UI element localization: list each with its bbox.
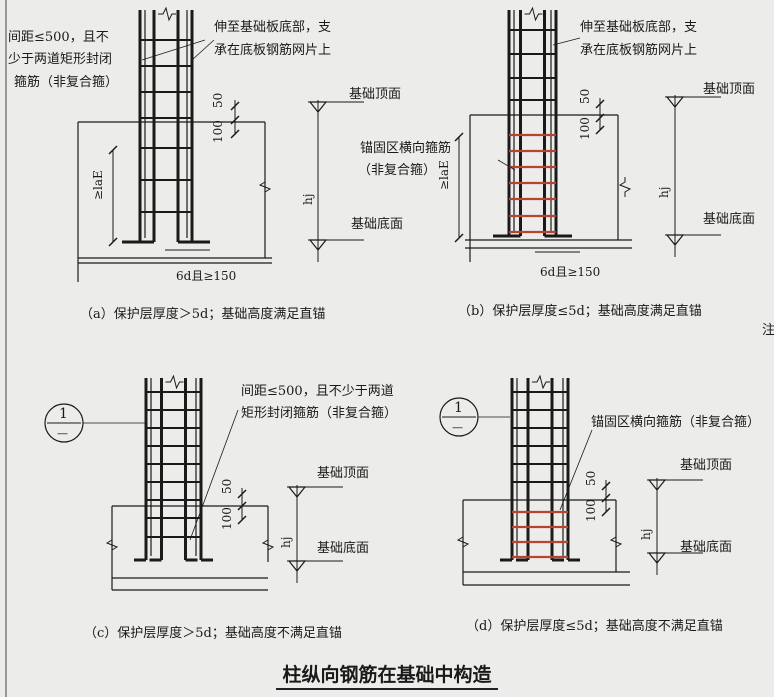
panel-c-note-leader — [189, 409, 239, 541]
panel-c-note-2: 矩形封闭箍筋（非复合箍） — [241, 406, 398, 421]
panel-d-note: 锚固区横向箍筋（非复合箍） — [591, 415, 761, 430]
panel-c-top-label: 基础顶面 — [317, 466, 370, 481]
panel-a-note-left-3: 箍筋（非复合箍） — [14, 75, 119, 90]
panel-d-left-break — [456, 532, 470, 552]
panel-b-bottom-label: 基础底面 — [703, 212, 756, 227]
panel-c-section-bot: — — [57, 427, 68, 440]
panel-b-anchor-note-2: （非复合箍） — [358, 163, 437, 178]
panel-d-caption: （d）保护层厚度≤5d；基础高度不满足直锚 — [466, 619, 723, 634]
panel-b-lae-tick-bot — [454, 233, 464, 243]
panel-a-note-left-1: 间距≤500，且不 — [8, 30, 109, 45]
panel-a-leader-left — [141, 39, 206, 61]
figure-title-text: 柱纵向钢筋在基础中构造 — [276, 664, 498, 690]
panel-b-tick-a — [595, 99, 605, 109]
panel-c-top-break — [165, 374, 184, 390]
figure-title: 柱纵向钢筋在基础中构造 — [0, 660, 774, 690]
panel-a-lae-tick-bot — [108, 237, 118, 247]
panel-d-section-bot: — — [452, 421, 463, 434]
panel-b-note-right-2: 承在底板钢筋网片上 — [580, 43, 698, 58]
panel-c-dim-50: 50 — [220, 479, 234, 494]
panel-a-dim-100: 100 — [211, 120, 225, 143]
panel-c-dim-100: 100 — [220, 507, 234, 530]
panel-b-top-break — [524, 6, 543, 22]
panel-a-top-break — [158, 6, 176, 22]
panel-b-edge-note: 注 — [762, 323, 774, 338]
panel-b-anchor-leader — [497, 159, 516, 171]
panel-a-tick-b — [230, 115, 240, 125]
panel-c-bottom-label: 基础底面 — [317, 541, 370, 556]
panel-b-anchor-note-1: 锚固区横向箍筋 — [360, 141, 452, 156]
panel-a-dim-hj: hj — [301, 194, 315, 205]
panel-c-note-1: 间距≤500，且不少于两道 — [241, 384, 394, 399]
panel-a-tick-a — [230, 101, 240, 111]
panel-d-dim-50: 50 — [584, 471, 598, 486]
panel-d-tick-b — [601, 493, 611, 503]
panel-c-tick-c — [237, 515, 247, 525]
panel-d-section-top: 1 — [454, 400, 463, 416]
panel-b-dim-100: 100 — [578, 117, 592, 140]
panel-d-dim-hj: hj — [639, 529, 653, 540]
panel-b-dim-6d: 6d且≥150 — [540, 265, 600, 279]
panel-d-dim-100: 100 — [584, 499, 598, 522]
panel-b-leader-right — [552, 37, 581, 46]
panel-c-tick-b — [237, 501, 247, 511]
panel-c-dim-hj: hj — [279, 537, 293, 548]
panel-a-right-break — [258, 177, 272, 197]
panel-b-right-break — [618, 177, 632, 197]
panel-a-lae-tick-top — [108, 145, 118, 155]
panel-c-tick-a — [237, 489, 247, 499]
panel-a-bottom-label: 基础底面 — [351, 217, 404, 232]
panel-c-right-break — [261, 535, 275, 555]
panel-a-leader-right — [191, 39, 215, 61]
panel-d-note-leader — [559, 429, 593, 511]
panel-b-note-right-1: 伸至基础板底部，支 — [580, 20, 698, 35]
panel-b-caption: （b）保护层厚度≤5d；基础高度满足直锚 — [458, 304, 702, 319]
panel-a-note-right-2: 承在底板钢筋网片上 — [214, 43, 332, 58]
panel-c-left-break — [105, 535, 119, 555]
panel-a-caption: （a）保护层厚度＞5d；基础高度满足直锚 — [80, 307, 326, 322]
panel-a-dim-lae: ≥laE — [91, 170, 105, 200]
panel-d-right-break — [609, 532, 623, 552]
panel-b-tick-b — [595, 113, 605, 123]
panel-c-caption: （c）保护层厚度＞5d；基础高度不满足直锚 — [84, 626, 342, 641]
panel-b-tick-c — [595, 125, 605, 135]
panel-b-dim-50: 50 — [578, 89, 592, 104]
panel-d-bottom-label: 基础底面 — [680, 540, 733, 555]
panel-b-lae-tick-top — [454, 132, 464, 142]
panel-d-tick-a — [601, 481, 611, 491]
panel-b-dim-lae: ≥laE — [437, 160, 451, 190]
panel-a-note-left-2: 少于两道矩形封闭 — [8, 52, 113, 67]
panel-d-top-label: 基础顶面 — [680, 458, 733, 473]
panel-c-section-top: 1 — [59, 406, 68, 422]
panel-d-tick-c — [601, 507, 611, 517]
panel-a-dim-50: 50 — [211, 93, 225, 108]
panel-b-top-label: 基础顶面 — [703, 82, 756, 97]
panel-a-tick-c — [230, 129, 240, 139]
panel-a-dim-6d: 6d且≥150 — [176, 269, 236, 283]
panel-d-top-break — [532, 374, 550, 390]
panel-b-dim-hj: hj — [657, 187, 671, 198]
panel-a-top-label: 基础顶面 — [349, 87, 402, 102]
panel-a-note-right-1: 伸至基础板底部，支 — [214, 20, 332, 35]
